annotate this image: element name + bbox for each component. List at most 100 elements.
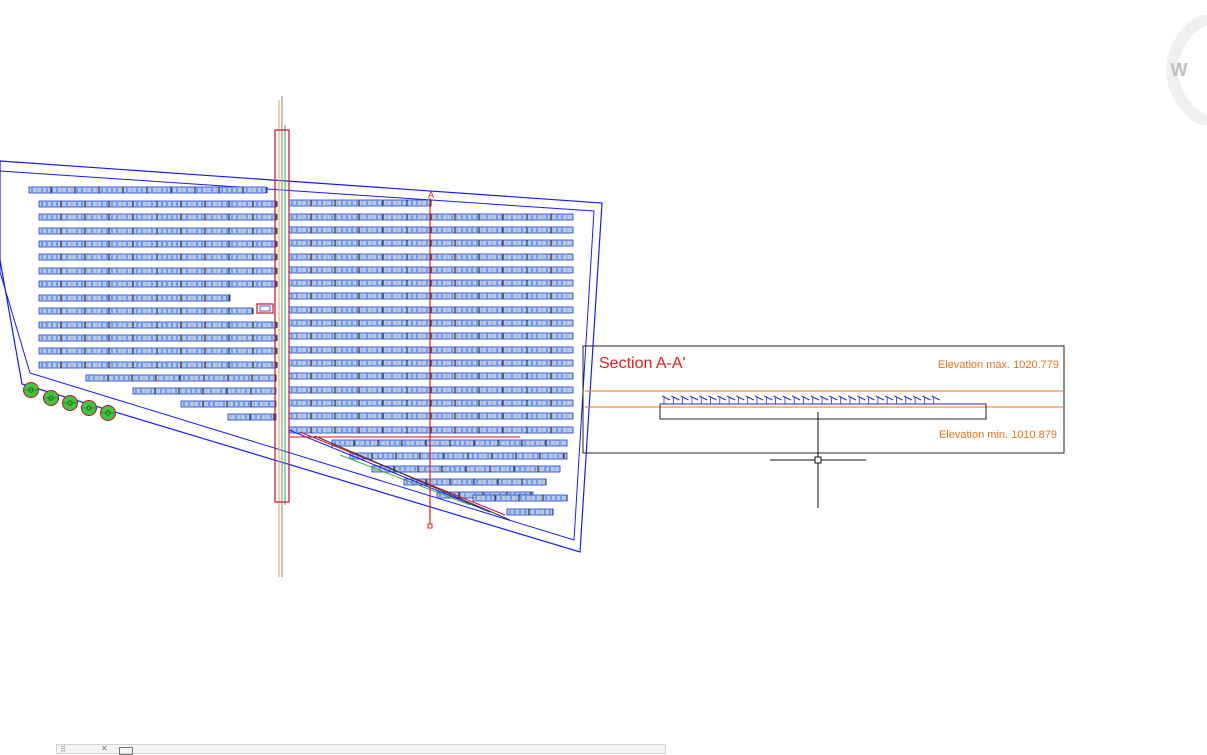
panel-row[interactable]	[38, 280, 278, 288]
profile-table	[810, 395, 820, 404]
inverter-box[interactable]	[256, 303, 274, 314]
profile-table	[764, 395, 773, 404]
tree-icon[interactable]	[23, 382, 39, 398]
profile-table	[782, 395, 792, 404]
panel-row[interactable]	[38, 321, 278, 329]
access-roads	[288, 429, 520, 521]
panel-row[interactable]	[288, 213, 574, 221]
panel-row[interactable]	[288, 332, 574, 340]
panel-row[interactable]	[288, 292, 574, 300]
profile-table	[857, 395, 866, 404]
panel-row[interactable]	[288, 359, 574, 367]
profile-table	[801, 395, 810, 404]
profile-table	[671, 395, 680, 404]
profile-table	[819, 395, 829, 404]
profile-table	[884, 395, 894, 404]
section-profile-tables	[660, 395, 986, 405]
profile-table	[894, 395, 903, 404]
command-history-icon[interactable]	[119, 747, 133, 755]
panel-row[interactable]	[288, 319, 574, 327]
panel-row[interactable]	[288, 279, 574, 287]
panel-row[interactable]	[38, 240, 278, 248]
profile-table	[903, 395, 913, 404]
profile-table	[838, 395, 847, 404]
crosshair-cursor-icon	[770, 412, 866, 508]
profile-table	[698, 395, 708, 404]
viewcube-compass-icon[interactable]: W	[1150, 11, 1207, 129]
panel-row[interactable]	[288, 426, 574, 434]
panel-row[interactable]	[472, 494, 568, 502]
road-corridor[interactable]	[274, 129, 290, 503]
panel-row[interactable]	[227, 413, 277, 421]
tree-symbols[interactable]	[23, 382, 116, 421]
site-boundary-inner[interactable]	[0, 170, 595, 541]
profile-table	[708, 395, 717, 404]
panel-row[interactable]	[38, 361, 278, 369]
solar-panel-array[interactable]	[28, 186, 574, 516]
panel-row[interactable]	[38, 334, 278, 342]
tree-icon[interactable]	[62, 395, 78, 411]
profile-table	[736, 395, 745, 404]
panel-row[interactable]	[288, 199, 432, 207]
panel-row[interactable]	[349, 452, 568, 460]
panel-row[interactable]	[38, 307, 254, 315]
panel-row[interactable]	[331, 439, 568, 447]
section-marker-label: A	[428, 190, 434, 200]
tree-icon[interactable]	[43, 390, 59, 406]
panel-row[interactable]	[288, 412, 574, 420]
profile-table	[726, 395, 736, 404]
profile-table	[791, 395, 801, 404]
panel-row[interactable]	[288, 306, 574, 314]
command-line-bar[interactable]: ⠿ ✕	[56, 744, 666, 755]
elevation-max-label: Elevation max. 1020.779	[938, 359, 1059, 371]
site-boundary-outer[interactable]	[0, 160, 603, 553]
panel-row[interactable]	[38, 213, 278, 221]
panel-row[interactable]	[288, 226, 574, 234]
profile-table	[689, 395, 699, 404]
panel-row[interactable]	[180, 400, 277, 408]
command-input[interactable]	[137, 745, 663, 755]
profile-table	[745, 395, 754, 404]
panel-row[interactable]	[288, 253, 574, 261]
section-frame[interactable]	[582, 345, 1065, 454]
panel-row[interactable]	[288, 386, 574, 394]
profile-table	[912, 395, 922, 404]
tree-icon[interactable]	[81, 400, 97, 416]
panel-row[interactable]	[85, 374, 277, 382]
profile-table	[829, 395, 838, 404]
panel-row[interactable]	[506, 508, 554, 516]
tree-icon[interactable]	[100, 405, 116, 421]
panel-row[interactable]	[38, 227, 278, 235]
profile-table	[717, 395, 727, 404]
section-profile-box[interactable]	[659, 403, 987, 420]
panel-row[interactable]	[132, 387, 277, 395]
panel-row[interactable]	[288, 266, 574, 274]
profile-table	[754, 395, 764, 404]
panel-row[interactable]	[288, 239, 574, 247]
panel-row[interactable]	[288, 399, 574, 407]
profile-table	[866, 395, 875, 404]
grip-icon[interactable]: ⠿	[60, 745, 66, 754]
elevation-min-label: Elevation min. 1010.879	[939, 429, 1057, 441]
panel-row[interactable]	[38, 347, 278, 355]
panel-row[interactable]	[38, 294, 231, 302]
profile-table	[680, 395, 689, 404]
panel-row[interactable]	[288, 372, 574, 380]
panel-row[interactable]	[403, 478, 547, 486]
viewcube-label: W	[1171, 60, 1188, 80]
panel-row[interactable]	[371, 465, 561, 473]
panel-row[interactable]	[288, 346, 574, 354]
profile-table	[661, 395, 671, 404]
panel-row[interactable]	[38, 200, 278, 208]
profile-table	[875, 395, 885, 404]
profile-table	[773, 395, 782, 404]
panel-row[interactable]	[38, 253, 278, 261]
close-icon[interactable]: ✕	[101, 744, 108, 753]
profile-table	[931, 395, 940, 404]
profile-table	[922, 395, 931, 404]
section-title: Section A-A'	[599, 355, 686, 372]
profile-table	[847, 395, 857, 404]
panel-row[interactable]	[28, 186, 268, 194]
panel-row[interactable]	[38, 267, 278, 275]
